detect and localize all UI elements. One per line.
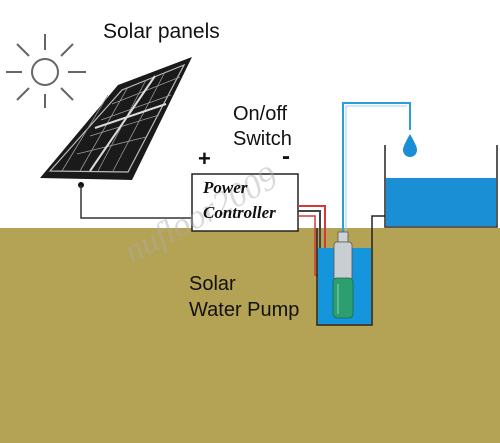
pump: [332, 231, 354, 319]
solar-panels-label: Solar panels: [103, 20, 220, 43]
pump-label-line1: Solar: [189, 273, 236, 295]
pump-label-line2: Water Pump: [189, 299, 300, 321]
solar-panel: [40, 57, 192, 188]
power-controller: [191, 173, 299, 232]
panel-wire: [80, 185, 192, 219]
plus-terminal: +: [198, 146, 211, 171]
tank-water: [386, 178, 496, 226]
water-drop-icon: [403, 134, 417, 157]
ground: [0, 228, 500, 443]
sun-icon: [6, 34, 86, 108]
controller-label-line1: Power: [203, 178, 248, 197]
water-pipe: [342, 102, 411, 238]
tank-outline: [384, 145, 498, 228]
water-pipe-inner: [345, 105, 407, 238]
switch-label-line1: On/off: [233, 103, 288, 125]
well-outline: [316, 215, 385, 326]
controller-label-line2: Controller: [203, 203, 276, 222]
minus-terminal: -: [282, 143, 290, 170]
switch-label-line2: Switch: [233, 128, 292, 150]
